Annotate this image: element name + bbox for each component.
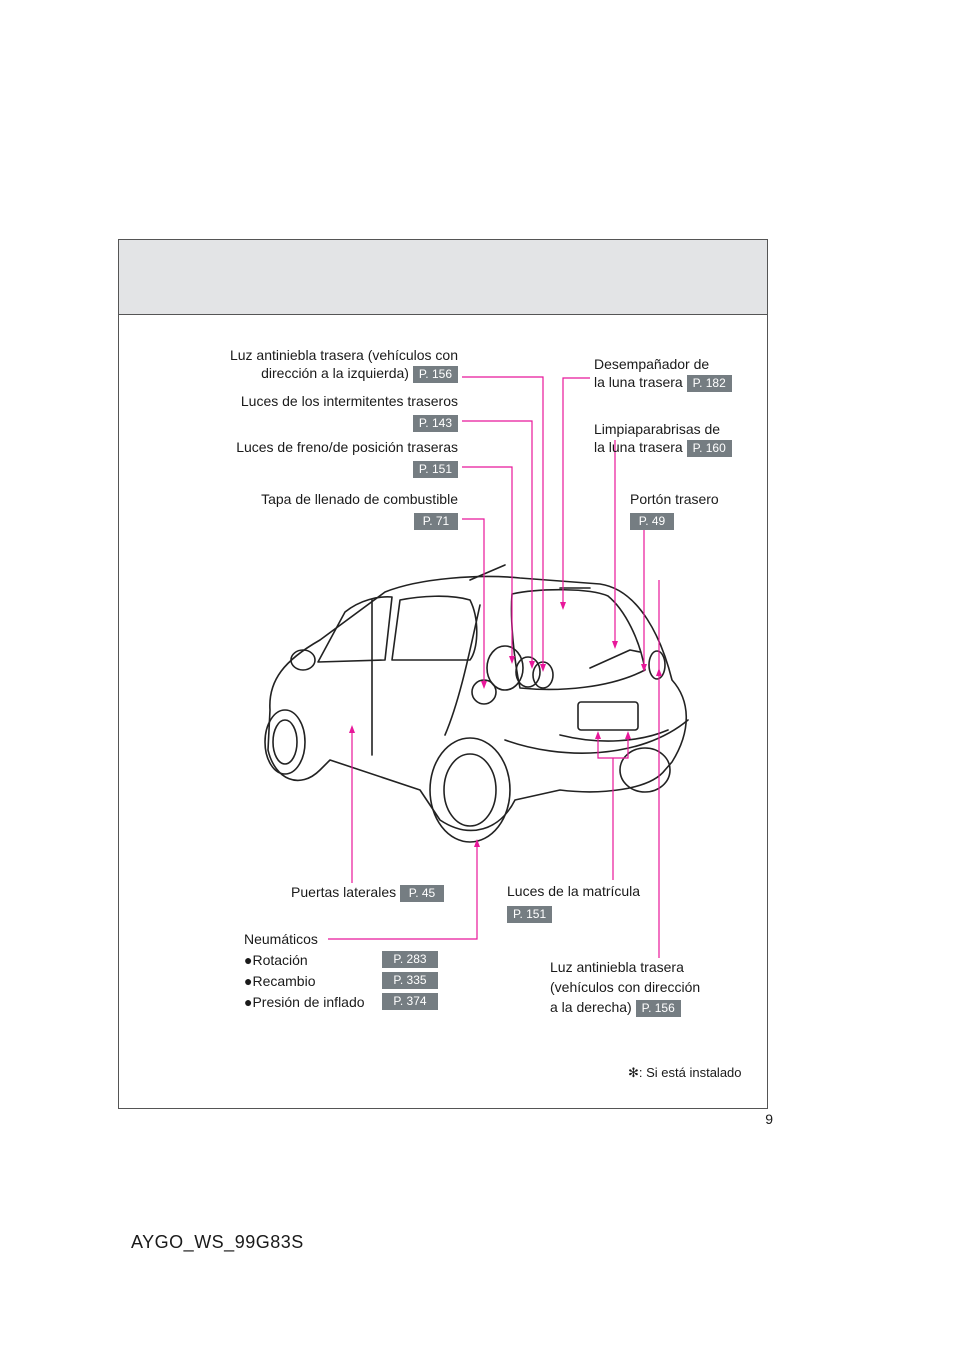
page-ref-badge[interactable]: P. 156 bbox=[635, 999, 681, 1017]
page-ref-badge[interactable]: P. 283 bbox=[382, 951, 438, 968]
rear-fog-left-label: Luz antiniebla trasera (vehículos con di… bbox=[229, 347, 458, 383]
page-ref-badge[interactable]: P. 45 bbox=[400, 884, 444, 902]
page-ref-badge[interactable]: P. 143 bbox=[412, 414, 458, 432]
page-ref-badge[interactable]: P. 151 bbox=[507, 905, 553, 923]
section-header-bar bbox=[119, 240, 767, 315]
list-item: ●Recambio P. 335 bbox=[244, 972, 438, 993]
footnote: ✻: Si está instalado bbox=[628, 1065, 742, 1080]
rear-fog-right-label: Luz antiniebla trasera (vehículos con di… bbox=[550, 959, 701, 1017]
tires-list: ●Rotación P. 283 ●Recambio P. 335 ●Presi… bbox=[244, 951, 438, 1014]
wiper-label: Limpiaparabrisas de la luna trasera P. 1… bbox=[594, 420, 732, 457]
page-ref-badge[interactable]: P. 49 bbox=[630, 512, 674, 530]
turn-signals-label: Luces de los intermitentes traseros P. 1… bbox=[240, 393, 458, 432]
page-ref-badge[interactable]: P. 182 bbox=[686, 374, 732, 392]
page-ref-badge[interactable]: P. 160 bbox=[686, 439, 732, 457]
defogger-label: Desempañador de la luna trasera P. 182 bbox=[594, 355, 732, 392]
list-item: ●Presión de inflado P. 374 bbox=[244, 993, 438, 1014]
fuel-door-label: Tapa de llenado de combustible P. 71 bbox=[261, 491, 458, 530]
back-door-label: Portón trasero P. 49 bbox=[630, 491, 719, 530]
page-number: 9 bbox=[765, 1111, 773, 1127]
page-ref-badge[interactable]: P. 156 bbox=[412, 365, 458, 383]
document-id: AYGO_WS_99G83S bbox=[131, 1232, 304, 1252]
side-doors-label: Puertas laterales P. 45 bbox=[291, 883, 444, 902]
page-ref-badge[interactable]: P. 71 bbox=[414, 512, 458, 530]
page-ref-badge[interactable]: P. 374 bbox=[382, 993, 438, 1010]
tires-label: Neumáticos bbox=[244, 931, 318, 947]
license-lights-label: Luces de la matrícula P. 151 bbox=[507, 883, 641, 923]
page-ref-badge[interactable]: P. 151 bbox=[412, 460, 458, 478]
list-item: ●Rotación P. 283 bbox=[244, 951, 438, 972]
page-ref-badge[interactable]: P. 335 bbox=[382, 972, 438, 989]
brake-lights-label: Luces de freno/de posición traseras P. 1… bbox=[236, 439, 458, 478]
